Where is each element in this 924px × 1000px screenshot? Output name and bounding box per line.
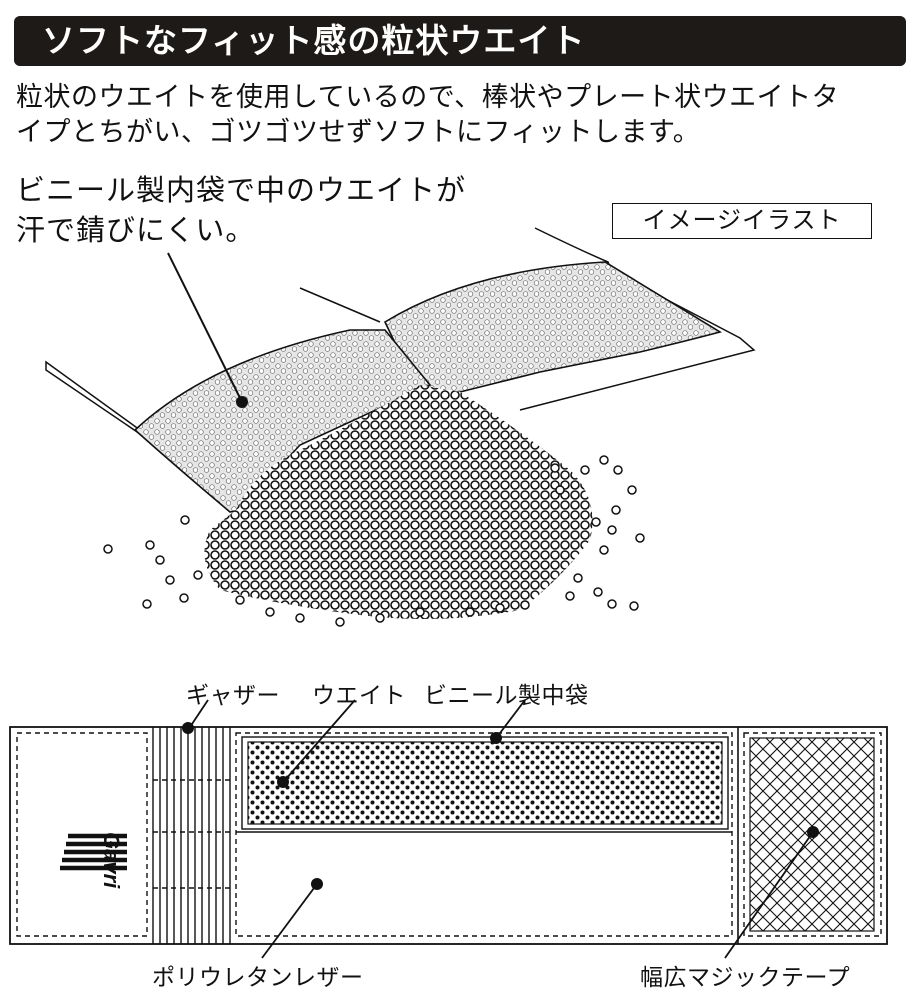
- label-velcro: 幅広マジックテープ: [640, 965, 851, 991]
- intro-line-2: イプとちがい、ゴツゴツせずソフトにフィットします。: [16, 117, 701, 148]
- brand-logo: Gavri: [60, 832, 127, 889]
- intro-line-1: 粒状のウエイトを使用しているので、棒状やプレート状ウエイトタ: [16, 82, 840, 113]
- callout-line-1: ビニール製内袋で中のウエイトが: [16, 173, 467, 207]
- label-weight: ウエイト: [312, 683, 406, 709]
- opened-weight-bag: [45, 227, 756, 627]
- label-pu-leather: ポリウレタンレザー: [152, 965, 364, 991]
- inner-bag-callout: ビニール製内袋で中のウエイトが 汗で錆びにくい。: [16, 170, 466, 250]
- page-title: ソフトなフィット感の粒状ウエイト: [42, 21, 586, 60]
- band-diagram: Gavri: [9, 699, 888, 959]
- label-inner-bag: ビニール製中袋: [424, 683, 589, 709]
- title-bar: ソフトなフィット感の粒状ウエイト: [14, 16, 906, 66]
- label-gather: ギャザー: [186, 683, 280, 709]
- brand-logo-text: Gavri: [99, 832, 124, 889]
- intro-text: 粒状のウエイトを使用しているので、棒状やプレート状ウエイトタ イプとちがい、ゴツ…: [16, 80, 916, 150]
- image-illustration-badge: イメージイラスト: [612, 203, 872, 239]
- callout-line-2: 汗で錆びにくい。: [16, 213, 256, 247]
